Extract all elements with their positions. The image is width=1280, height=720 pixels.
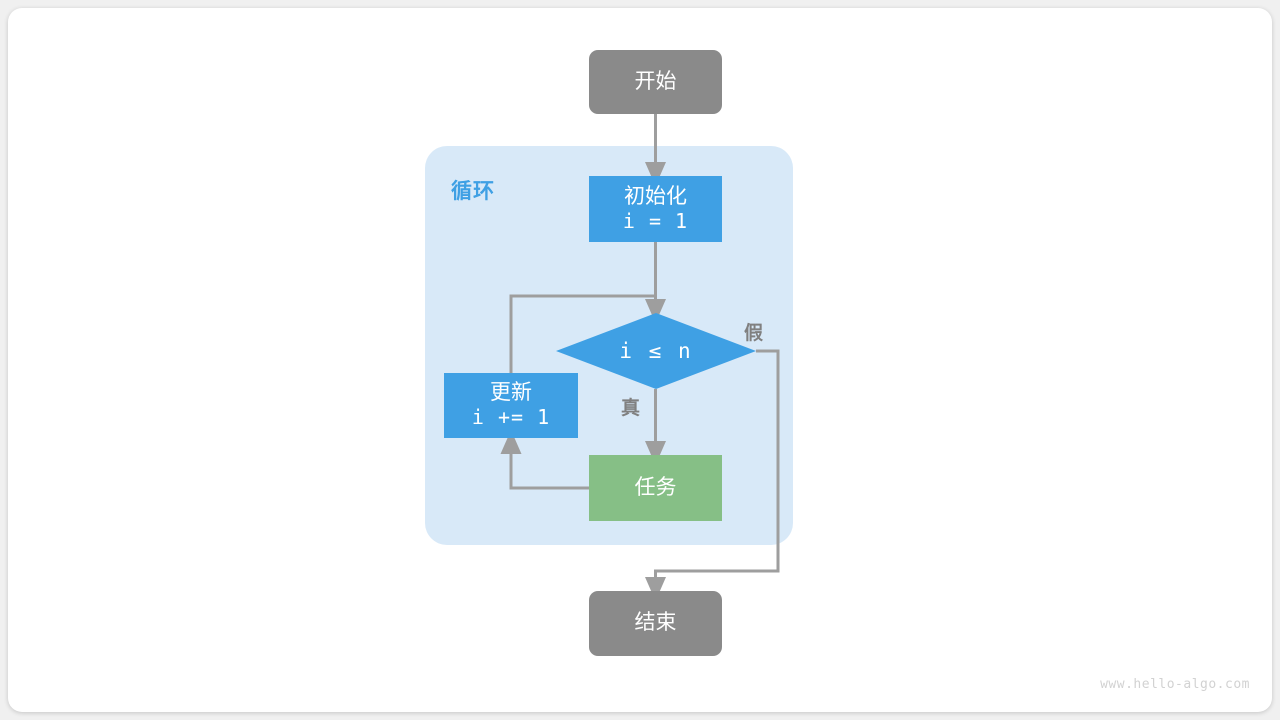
node-task[interactable]: 任务 (589, 455, 722, 521)
flowchart-canvas: 循环 开始 (8, 8, 1272, 712)
loop-container-label: 循环 (451, 180, 495, 203)
node-condition[interactable]: i ≤ n (556, 313, 756, 389)
branch-label-false: 假 (744, 323, 764, 344)
branch-label-true: 真 (621, 398, 641, 419)
node-init[interactable]: 初始化 i = 1 (589, 176, 722, 242)
edge-condition-false-to-end (645, 349, 780, 601)
node-init-label: 初始化 (624, 184, 687, 208)
node-condition-label: i ≤ n (619, 339, 693, 363)
node-start[interactable]: 开始 (589, 50, 722, 114)
node-update-label: 更新 (490, 381, 532, 405)
edge-task-to-update (500, 430, 589, 490)
watermark: www.hello-algo.com (1100, 677, 1250, 692)
node-end-label: 结束 (634, 611, 677, 635)
node-end[interactable]: 结束 (589, 591, 722, 656)
node-init-code: i = 1 (622, 208, 689, 233)
node-start-label: 开始 (634, 69, 677, 93)
node-update-code: i += 1 (471, 405, 551, 430)
diagram-card: 循环 开始 (8, 8, 1272, 712)
node-task-label: 任务 (634, 475, 677, 499)
flowchart-edges (500, 114, 780, 601)
edge-update-to-condition (509, 294, 656, 373)
node-update[interactable]: 更新 i += 1 (444, 373, 578, 438)
